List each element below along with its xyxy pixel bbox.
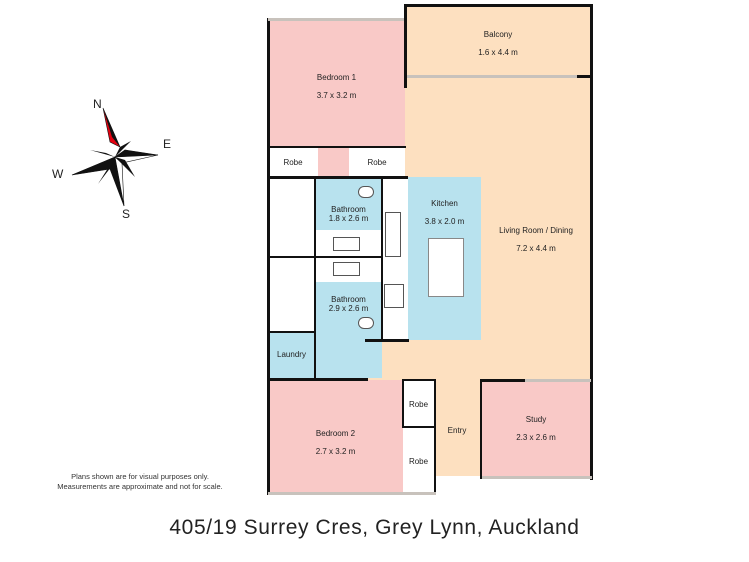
compass-rose: N E W S [40,95,190,230]
bedroom2-size: 2.7 x 3.2 m [315,447,356,456]
balcony-size: 1.6 x 4.4 m [478,48,518,57]
bedroom1-label: Bedroom 1 [316,73,357,82]
wall [314,176,316,380]
bedroom2-label: Bedroom 2 [315,429,356,438]
robe2-label: Robe [367,158,387,167]
disclaimer-line-2: Measurements are approximate and not for… [57,482,223,491]
floor-plan: Balcony 1.6 x 4.4 m Bedroom 1 3.7 x 3.2 … [267,4,593,495]
basin-1 [333,237,360,251]
wall [402,379,436,381]
wall [381,176,383,340]
basin-2 [333,262,360,276]
wall [268,331,315,333]
living-size: 7.2 x 4.4 m [516,244,556,253]
disclaimer-line-1: Plans shown are for visual purposes only… [71,472,209,481]
wall [480,379,482,479]
wall [577,75,591,78]
bedroom1-size: 3.7 x 3.2 m [316,91,357,100]
robe4-label: Robe [408,457,429,466]
wall [590,4,593,480]
property-address: 405/19 Surrey Cres, Grey Lynn, Auckland [169,516,580,539]
robe1-label: Robe [283,158,303,167]
room-bathroom-1 [315,177,382,230]
living-label: Living Room / Dining [499,226,573,235]
room-robe-1 [268,147,318,177]
wall [434,379,436,495]
entry-label: Entry [447,426,467,435]
disclaimer: Plans shown are for visual purposes only… [20,472,260,492]
study-label: Study [525,415,547,424]
compass-south: S [122,207,131,221]
balcony-label: Balcony [483,30,513,39]
kitchen-island [428,238,464,297]
room-laundry [268,332,315,378]
study-size: 2.3 x 2.6 m [516,433,556,442]
room-bathroom-2 [315,282,382,378]
wall [268,256,382,258]
compass-north: N [93,97,102,111]
compass-east: E [163,137,172,151]
room-robe-4 [403,427,434,493]
wall [404,4,407,88]
bathroom2-label: Bathroom [331,295,366,304]
bathroom2-size: 2.9 x 2.6 m [328,304,369,313]
kitchen-label: Kitchen [431,199,458,208]
toilet-1 [358,186,374,198]
room-balcony [405,5,591,77]
robe3-label: Robe [408,400,429,409]
cooktop [384,284,404,308]
wall [404,4,592,7]
wall [402,426,436,428]
sliding-door [525,379,591,382]
compass-star-icon [71,107,159,207]
bathroom1-size: 1.8 x 2.6 m [328,214,369,223]
wall [268,378,368,381]
kitchen-bench [382,177,408,340]
wall [402,379,404,427]
room-bedroom-2 [268,380,403,493]
toilet-2 [358,317,374,329]
wall [268,176,408,179]
wall [268,146,406,148]
window [268,18,405,21]
kitchen-size: 3.8 x 2.0 m [424,217,465,226]
room-study [481,380,591,478]
wall [480,379,525,382]
sliding-door [407,75,577,78]
room-utility-cupboard [268,177,315,332]
bathroom1-label: Bathroom [331,205,366,214]
room-robe-3 [403,380,434,427]
window [482,476,592,479]
window [268,492,436,495]
room-robe-2 [349,147,405,177]
wall [365,339,409,342]
laundry-label: Laundry [277,350,306,359]
compass-west: W [52,167,64,181]
kitchen-sink [385,212,401,257]
